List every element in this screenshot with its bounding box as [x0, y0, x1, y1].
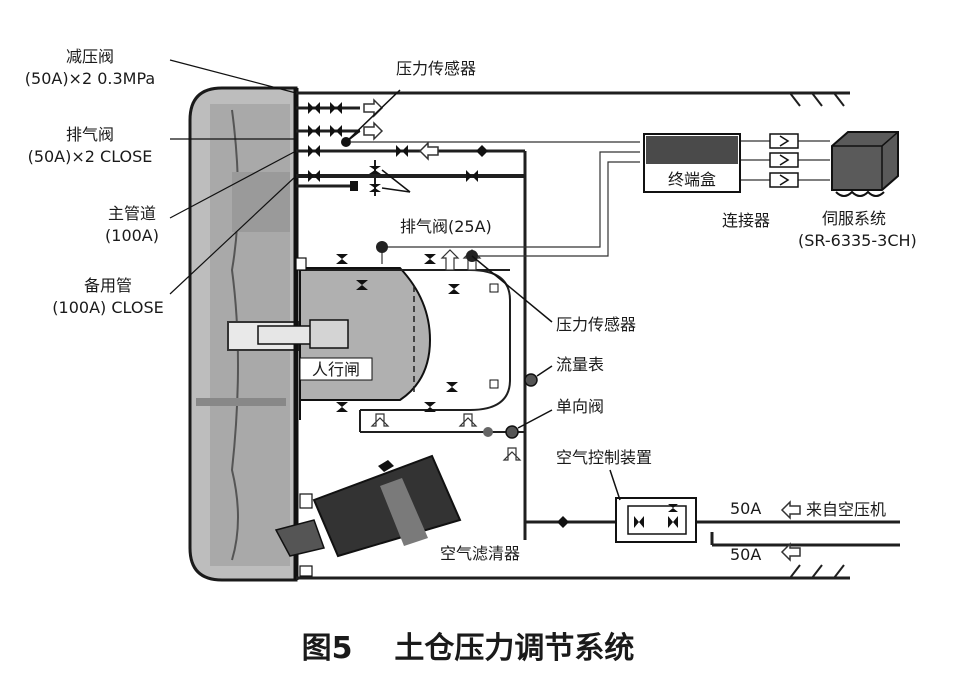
size-50a-bottom-label: 50A: [730, 545, 761, 564]
exhaust-valve-25a: [369, 160, 411, 196]
main-pipe-spec: (100A): [105, 226, 159, 245]
check-valve-label: 单向阀: [556, 397, 604, 416]
size-50a-top-label: 50A: [730, 499, 761, 518]
pressure-sensor-right: [376, 241, 553, 323]
relief-valve-label: 减压阀: [66, 47, 114, 66]
exhaust-valve-line: [296, 141, 525, 161]
relief-valve-spec: (50A)×2 0.3MPa: [25, 69, 155, 88]
air-control-device: [609, 469, 697, 543]
pressure-sensor-right-label: 压力传感器: [556, 315, 636, 334]
connector-label: 连接器: [722, 211, 770, 230]
from-compressor-label: 来自空压机: [806, 500, 886, 519]
pressure-sensor-top: [341, 89, 401, 147]
terminal-box: 终端盒: [643, 133, 741, 193]
servo-system: [831, 131, 899, 197]
terminal-box-label: 终端盒: [668, 170, 716, 189]
flow-meter-label: 流量表: [556, 355, 604, 374]
exhaust-valve-spec: (50A)×2 CLOSE: [28, 147, 153, 166]
main-pipe-line: [296, 151, 527, 530]
connectors: [769, 133, 799, 188]
spare-pipe-spec: (100A) CLOSE: [52, 298, 163, 317]
pressure-sensor-top-label: 压力传感器: [396, 59, 476, 78]
man-lock-label: 人行闸: [312, 360, 360, 379]
spare-pipe-label: 备用管: [84, 276, 132, 295]
exhaust-valve-25a-label: 排气阀(25A): [400, 217, 492, 236]
tunnel-walls: [296, 91, 850, 580]
air-control-device-label: 空气控制装置: [556, 448, 652, 467]
air-filter-label: 空气滤清器: [440, 544, 520, 563]
servo-model-label: (SR-6335-3CH): [798, 231, 917, 250]
figure-caption: 图5 土仓压力调节系统: [302, 631, 635, 666]
air-supply-line: [523, 500, 900, 562]
screw-conveyor: [274, 257, 462, 577]
exhaust-valve-label: 排气阀: [66, 125, 114, 144]
flow-meter: [524, 365, 553, 387]
servo-system-label: 伺服系统: [822, 209, 886, 228]
leader-lines: [169, 59, 297, 295]
main-pipe-label: 主管道: [108, 204, 156, 223]
man-lock: 人行闸: [257, 267, 432, 420]
check-valve: [483, 409, 553, 439]
signal-lines: [350, 140, 830, 264]
